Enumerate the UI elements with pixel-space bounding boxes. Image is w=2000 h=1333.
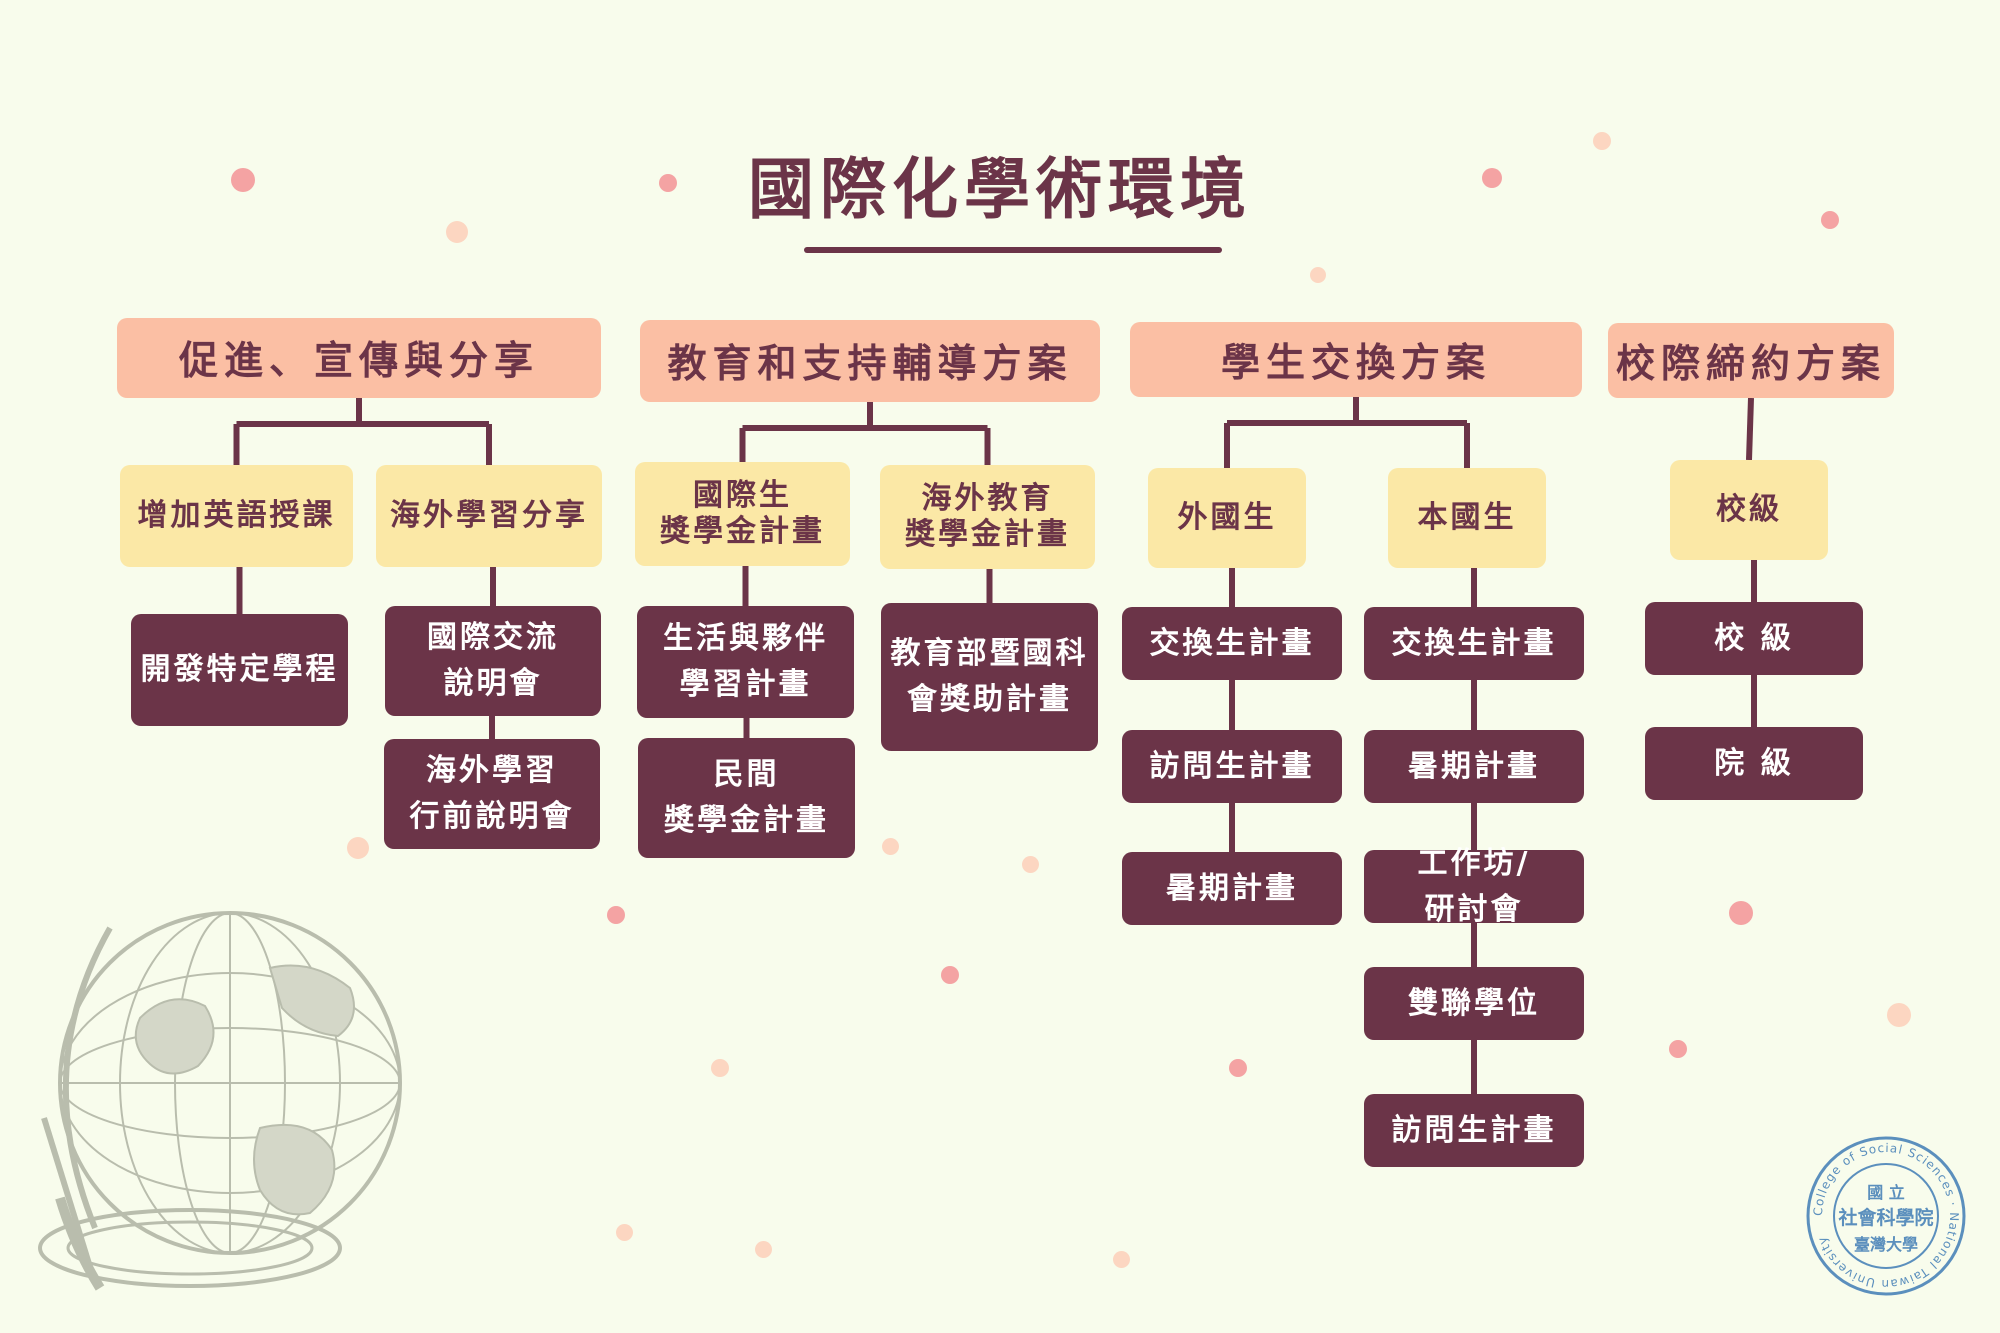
- category-header: 教育和支持輔導方案: [640, 320, 1100, 402]
- program-item: 民間 獎學金計畫: [638, 738, 855, 858]
- decorative-dot: [1887, 1003, 1911, 1027]
- category-header: 促進、宣傳與分享: [117, 318, 601, 398]
- seal-line: 社會科學院: [1837, 1206, 1933, 1229]
- decorative-dot: [1593, 132, 1611, 150]
- decorative-dot: [231, 168, 255, 192]
- program-item: 院 級: [1645, 727, 1863, 800]
- category-header: 校際締約方案: [1608, 323, 1894, 398]
- program-item: 教育部暨國科 會獎助計畫: [881, 603, 1098, 751]
- decorative-dot: [1310, 267, 1326, 283]
- program-item: 工作坊/ 研討會: [1364, 846, 1584, 927]
- program-item: 交換生計畫: [1364, 607, 1584, 680]
- program-item: 海外學習 行前說明會: [384, 739, 600, 849]
- program-item: 國際交流 說明會: [385, 606, 601, 716]
- category-header: 學生交換方案: [1130, 322, 1582, 397]
- decorative-dot: [659, 174, 677, 192]
- decorative-dot: [941, 966, 959, 984]
- program-item: 生活與夥伴 學習計畫: [637, 606, 854, 718]
- program-item: 交換生計畫: [1122, 607, 1342, 680]
- program-item: 訪問生計畫: [1364, 1094, 1584, 1167]
- decorative-dot: [1729, 901, 1753, 925]
- college-seal: College of Social Sciences · National Ta…: [1806, 1136, 1966, 1296]
- seal-line: 臺灣大學: [1854, 1235, 1918, 1254]
- subcategory-label: 國際生 獎學金計畫: [635, 462, 850, 566]
- subcategory-label: 本國生: [1388, 468, 1546, 568]
- subcategory-label: 校級: [1670, 460, 1828, 560]
- decorative-dot: [615, 1223, 633, 1241]
- decorative-dot: [1669, 1040, 1687, 1058]
- decorative-dot: [446, 221, 468, 243]
- decorative-dot: [754, 1240, 772, 1258]
- decorative-dot: [607, 906, 625, 924]
- globe-icon: [38, 911, 402, 1291]
- subcategory-label: 海外教育 獎學金計畫: [880, 465, 1095, 569]
- seal-line: 國 立: [1867, 1183, 1905, 1202]
- decorative-dot: [881, 837, 899, 855]
- subcategory-label: 增加英語授課: [120, 465, 353, 567]
- decorative-dot: [1821, 211, 1839, 229]
- page-title: 國際化學術環境: [748, 151, 1252, 228]
- program-item: 暑期計畫: [1122, 852, 1342, 925]
- subcategory-label: 外國生: [1148, 468, 1306, 568]
- decorative-dot: [1482, 168, 1502, 188]
- program-item: 雙聯學位: [1364, 967, 1584, 1040]
- title-underline: [804, 247, 1222, 253]
- program-item: 校 級: [1645, 602, 1863, 675]
- decorative-dot: [1229, 1059, 1247, 1077]
- decorative-dot: [1112, 1250, 1130, 1268]
- decorative-dot: [711, 1059, 729, 1077]
- subcategory-label: 海外學習分享: [376, 465, 602, 567]
- program-item: 暑期計畫: [1364, 730, 1584, 803]
- decorative-dot: [1021, 855, 1039, 873]
- program-item: 開發特定學程: [131, 614, 348, 726]
- connector-line: [1746, 397, 1754, 461]
- decorative-dot: [347, 837, 369, 859]
- program-item: 訪問生計畫: [1122, 730, 1342, 803]
